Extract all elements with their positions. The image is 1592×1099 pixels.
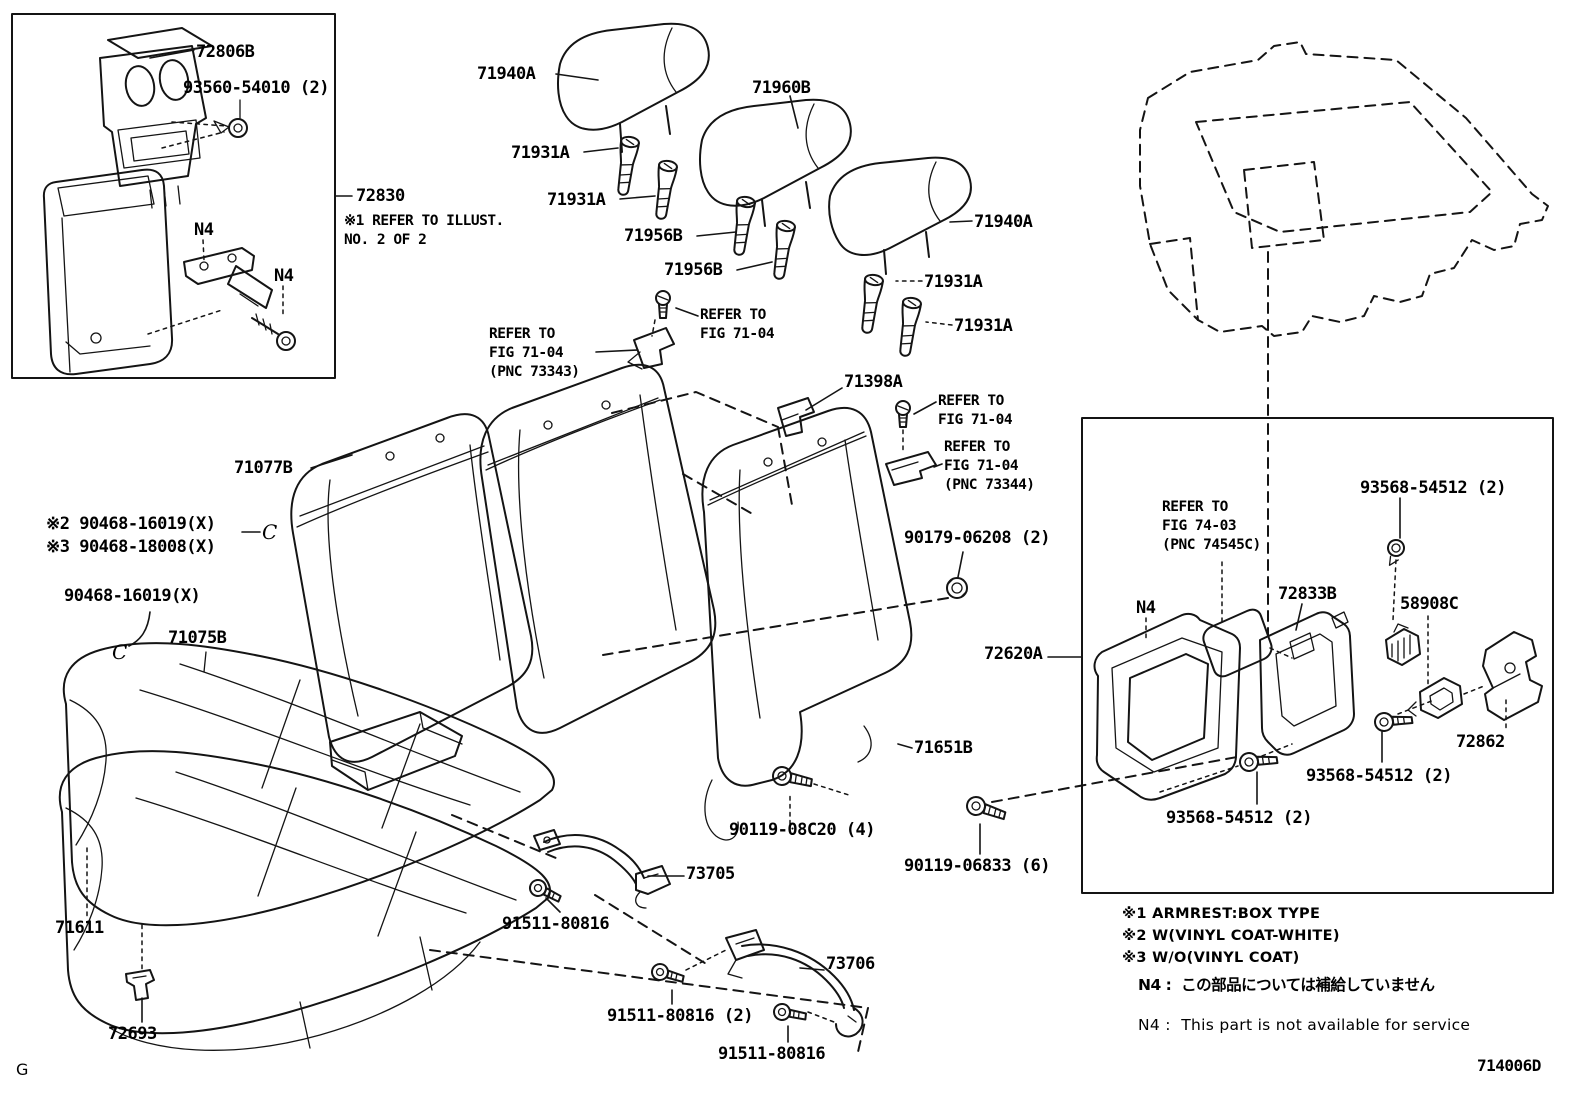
part-label-71931A-4: 71931A	[954, 316, 1013, 336]
part-label-90119-08C20: 90119-08C20 (4)	[729, 820, 876, 840]
connector-label-c1: C	[262, 520, 277, 544]
part-label-91511-b: 91511-80816 (2)	[607, 1006, 754, 1026]
part-label-71075B: 71075B	[168, 628, 227, 648]
footnote-n4-english: N4 : This part is not available for serv…	[1138, 1016, 1471, 1034]
support-71956B-2	[773, 219, 796, 280]
headrest-center-drawing	[699, 98, 852, 227]
clip-71398A-drawing	[777, 397, 815, 437]
part-label-71940A-right: 71940A	[974, 212, 1033, 232]
screw-fig7104-top-drawing	[655, 290, 671, 319]
part-label-73706: 73706	[826, 954, 875, 974]
headrest-left-drawing	[557, 22, 710, 153]
part-label-91511-a: 91511-80816	[502, 914, 610, 934]
part-label-90119-06833: 90119-06833 (6)	[904, 856, 1051, 876]
part-label-73705: 73705	[686, 864, 735, 884]
part-label-93560-54010: 93560-54010 (2)	[183, 78, 330, 98]
cushion-71611-drawing	[58, 750, 551, 1051]
partition-box-frame	[1081, 417, 1554, 894]
part-label-71611: 71611	[55, 918, 104, 938]
ref-label-fig7104-pnc73344: REFER TO FIG 71-04 (PNC 73344)	[944, 439, 1035, 493]
cushion-71075B-drawing	[62, 642, 555, 927]
hinge-72862-drawing	[1482, 631, 1543, 721]
part-label-93568-bottom: 93568-54512 (2)	[1166, 808, 1313, 828]
support-71931A-4	[899, 296, 922, 357]
screw-91511-a-drawing	[529, 879, 562, 903]
part-label-90179-06208: 90179-06208 (2)	[904, 528, 1051, 548]
footnote-vinyl-wo: ※3 W/O(VINYL COAT)	[1122, 950, 1300, 966]
part-label-72806B: 72806B	[196, 42, 255, 62]
part-label-93568-top: 93568-54512 (2)	[1360, 478, 1507, 498]
part-label-90468-18008-x3: ※3 90468-18008(X)	[46, 537, 216, 557]
part-label-71940A-left: 71940A	[477, 64, 536, 84]
support-71956B-1	[733, 195, 756, 256]
nut-90179-drawing	[946, 577, 968, 599]
car-body-deck-drawing	[1139, 41, 1549, 337]
footnote-armrest: ※1 ARMREST:BOX TYPE	[1122, 906, 1321, 922]
armrest-72830-drawing	[42, 168, 174, 376]
frame-n4-drawing	[1093, 612, 1241, 801]
part-label-93568-mid: 93568-54512 (2)	[1306, 766, 1453, 786]
part-label-72693: 72693	[108, 1024, 157, 1044]
support-71931A-3	[861, 273, 884, 334]
footnote-vinyl-white: ※2 W(VINYL COAT-WHITE)	[1122, 928, 1340, 944]
screw-93568-bottom-drawing	[1239, 752, 1279, 772]
screw-fig7104-right-drawing	[895, 400, 911, 428]
clip-pnc73343-drawing	[627, 327, 675, 370]
part-label-71931A-2: 71931A	[547, 190, 606, 210]
screw-91511-b-drawing	[651, 963, 685, 983]
ref-label-fig7104-pnc73343: REFER TO FIG 71-04 (PNC 73343)	[489, 326, 580, 380]
screw-90119-06833-drawing	[966, 796, 1007, 821]
lock-58908C-drawing	[1385, 623, 1463, 719]
part-label-71398A: 71398A	[844, 372, 903, 392]
part-label-72833B: 72833B	[1278, 584, 1337, 604]
support-71931A-2	[655, 159, 678, 220]
screw-90119-08C20-drawing	[772, 766, 813, 788]
part-label-71651B: 71651B	[914, 738, 973, 758]
part-label-72620A: 72620A	[984, 644, 1043, 664]
screw-93560-drawing	[213, 118, 248, 138]
ref-label-fig7104-screw-top: REFER TO FIG 71-04	[700, 307, 775, 342]
part-label-71077B: 71077B	[234, 458, 293, 478]
part-label-71931A-1: 71931A	[511, 143, 570, 163]
screw-93568-top-drawing	[1387, 539, 1405, 566]
seat-back-71651B-drawing	[701, 406, 913, 841]
n4-label-frame: N4	[1136, 598, 1156, 618]
strap-73705-drawing	[533, 829, 671, 909]
footnote-n4-japanese: N4 : この部品については補給していません	[1138, 976, 1435, 994]
strap-73706-drawing	[725, 929, 864, 1038]
headrest-right-drawing	[828, 156, 972, 275]
screw-93568-mid-drawing	[1374, 712, 1414, 732]
page-corner-letter: G	[16, 1060, 30, 1079]
armrest-72806B-drawing	[99, 27, 213, 209]
ref-illust-note: ※1 REFER TO ILLUST. NO. 2 OF 2	[344, 213, 504, 248]
part-label-72830: 72830	[356, 186, 405, 206]
board-ref7403-drawing	[1202, 608, 1273, 678]
part-label-90468-16019: 90468-16019(X)	[64, 586, 201, 606]
n4-label-bolt: N4	[274, 266, 294, 286]
part-label-72862: 72862	[1456, 732, 1505, 752]
drawing-code: 714006D	[1477, 1056, 1541, 1075]
part-label-71931A-3: 71931A	[924, 272, 983, 292]
part-label-71956B-2: 71956B	[664, 260, 723, 280]
part-label-71956B-1: 71956B	[624, 226, 683, 246]
ref-label-fig7104-screw-right: REFER TO FIG 71-04	[938, 393, 1013, 428]
board-72833B-drawing	[1259, 611, 1355, 756]
part-label-90468-16019-x2: ※2 90468-16019(X)	[46, 514, 216, 534]
clip-pnc73344-drawing	[885, 451, 937, 486]
part-label-71960B: 71960B	[752, 78, 811, 98]
ref-label-fig7403: REFER TO FIG 74-03 (PNC 74545C)	[1162, 499, 1261, 553]
bracket-n4-drawing	[183, 247, 273, 309]
screw-91511-c-drawing	[773, 1003, 807, 1021]
part-label-58908C: 58908C	[1400, 594, 1459, 614]
n4-label-bracket: N4	[194, 220, 214, 240]
armrest-box-frame	[11, 13, 336, 379]
seat-back-71077B-drawing	[290, 363, 717, 763]
part-label-91511-c: 91511-80816	[718, 1044, 826, 1064]
clip-72693-drawing	[125, 969, 155, 1001]
bolt-n4-drawing	[251, 313, 296, 351]
support-71931A-1	[617, 135, 640, 196]
connector-label-c2: C	[112, 640, 127, 664]
